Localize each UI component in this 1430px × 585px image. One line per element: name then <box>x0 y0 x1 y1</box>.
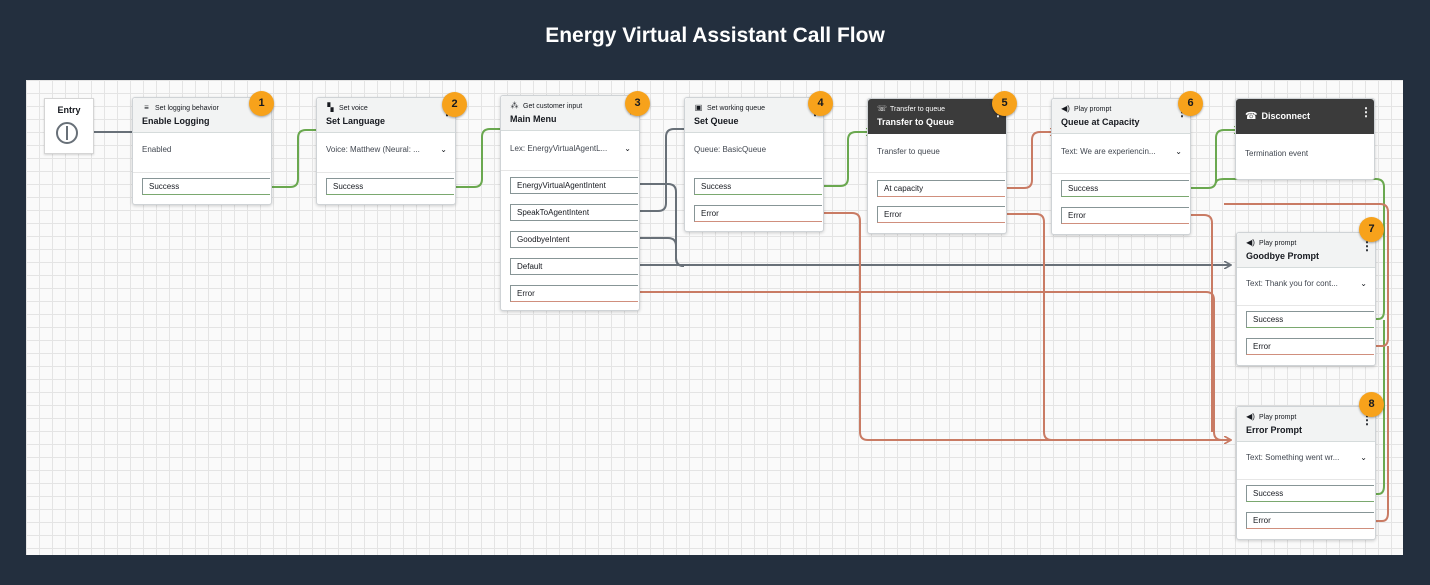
branch-success[interactable]: Success <box>694 178 822 195</box>
block-config: Enabled <box>142 145 172 154</box>
wire-5-error <box>1006 213 1053 441</box>
block-main-menu[interactable]: ⁂Get customer input Main Menu ⋮ Lex: Ene… <box>500 95 640 311</box>
more-options-icon[interactable]: ⋮ <box>1361 239 1373 253</box>
connection-wires <box>78 80 1389 522</box>
wire-6-error <box>1190 214 1213 432</box>
step-badge-8: 8 <box>1359 392 1384 417</box>
block-title: Enable Logging <box>142 116 210 126</box>
block-title: Main Menu <box>510 114 557 124</box>
speaker-icon: ◀) <box>1246 412 1255 421</box>
block-config-dropdown[interactable]: Text: Thank you for cont...⌄ <box>1246 279 1367 288</box>
wire-3-goodbye <box>638 237 685 267</box>
speaker-icon: ◀) <box>1246 238 1255 247</box>
flow-canvas[interactable]: Entry ≡Set logging behavior Enable Loggi… <box>26 80 1403 555</box>
block-set-queue[interactable]: ▣Set working queue Set Queue ⋮ Queue: Ba… <box>684 97 824 232</box>
branch-error[interactable]: Error <box>694 205 822 222</box>
step-badge-3: 3 <box>625 91 650 116</box>
step-badge-2: 2 <box>442 92 467 117</box>
block-config: Termination event <box>1245 149 1309 158</box>
block-title: Set Queue <box>694 116 739 126</box>
logging-icon: ≡ <box>144 103 149 112</box>
block-queue-at-capacity[interactable]: ◀)Play prompt Queue at Capacity ⋮ Text: … <box>1051 98 1191 235</box>
more-options-icon[interactable]: ⋮ <box>1361 413 1373 427</box>
step-badge-7: 7 <box>1359 217 1384 242</box>
disconnect-icon: ☎ <box>1245 110 1258 122</box>
transfer-icon: ☏ <box>877 104 888 113</box>
wire-1-success <box>270 130 322 188</box>
wire-8-success <box>1372 320 1385 495</box>
chevron-down-icon: ⌄ <box>1175 147 1182 156</box>
branch-success[interactable]: Success <box>142 178 270 195</box>
branch-energy-intent[interactable]: EnergyVirtualAgentIntent <box>510 177 638 194</box>
block-config-dropdown[interactable]: Lex: EnergyVirtualAgentL...⌄ <box>510 144 631 153</box>
block-title: Transfer to Queue <box>877 117 955 127</box>
block-config-dropdown[interactable]: Text: Something went wr...⌄ <box>1246 453 1367 462</box>
entry-label: Entry <box>57 105 81 115</box>
branch-error[interactable]: Error <box>877 206 1005 223</box>
wire-2-success <box>454 129 506 188</box>
block-title: Disconnect <box>1261 111 1310 121</box>
entry-point[interactable]: Entry <box>44 98 94 154</box>
block-title: Goodbye Prompt <box>1246 251 1320 261</box>
wire-3-error <box>638 291 1230 440</box>
branch-success[interactable]: Success <box>1246 311 1374 328</box>
block-title: Error Prompt <box>1246 425 1303 435</box>
branch-error[interactable]: Error <box>510 285 638 302</box>
chevron-down-icon: ⌄ <box>1360 279 1367 288</box>
branch-success[interactable]: Success <box>1246 485 1374 502</box>
branch-default[interactable]: Default <box>510 258 638 275</box>
block-set-language[interactable]: ▚Set voice Set Language ⋮ Voice: Matthew… <box>316 97 456 205</box>
block-config-dropdown[interactable]: Text: We are experiencin...⌄ <box>1061 147 1182 156</box>
step-badge-5: 5 <box>992 91 1017 116</box>
customer-input-icon: ⁂ <box>510 101 519 110</box>
wire-7-error <box>1224 203 1389 347</box>
wire-3-energy <box>638 183 685 267</box>
step-badge-4: 4 <box>808 91 833 116</box>
branch-goodbye-intent[interactable]: GoodbyeIntent <box>510 231 638 248</box>
block-goodbye-prompt[interactable]: ◀)Play prompt Goodbye Prompt ⋮ Text: Tha… <box>1236 232 1376 366</box>
branch-error[interactable]: Error <box>1246 338 1374 355</box>
chevron-down-icon: ⌄ <box>624 144 631 153</box>
branch-at-capacity[interactable]: At capacity <box>877 180 1005 197</box>
branch-error[interactable]: Error <box>1246 512 1374 529</box>
wire-6-success <box>1190 130 1240 189</box>
block-title: Set Language <box>326 116 386 126</box>
chevron-down-icon: ⌄ <box>1360 453 1367 462</box>
block-config: Queue: BasicQueue <box>694 145 767 154</box>
diagram-title: Energy Virtual Assistant Call Flow <box>545 24 885 47</box>
branch-speak-to-agent-intent[interactable]: SpeakToAgentIntent <box>510 204 638 221</box>
wire-8-error <box>1372 346 1389 522</box>
block-enable-logging[interactable]: ≡Set logging behavior Enable Logging Ena… <box>132 97 272 205</box>
wire-3-speak <box>638 129 690 212</box>
wire-7-success <box>1215 178 1385 320</box>
block-disconnect[interactable]: ☎Disconnect ⋮ Termination event <box>1235 98 1375 180</box>
branch-success[interactable]: Success <box>1061 180 1189 197</box>
wire-4-success <box>822 132 872 187</box>
block-transfer-to-queue[interactable]: ☏Transfer to queue Transfer to Queue ⋮ T… <box>867 98 1007 234</box>
block-error-prompt[interactable]: ◀)Play prompt Error Prompt ⋮ Text: Somet… <box>1236 406 1376 540</box>
branch-error[interactable]: Error <box>1061 207 1189 224</box>
voice-icon: ▚ <box>327 103 334 112</box>
wire-5-capacity <box>1006 132 1056 189</box>
step-badge-1: 1 <box>249 91 274 116</box>
block-title: Queue at Capacity <box>1061 117 1140 127</box>
branch-success[interactable]: Success <box>326 178 454 195</box>
block-config: Transfer to queue <box>877 147 940 156</box>
wire-4-error <box>822 212 1230 440</box>
more-options-icon[interactable]: ⋮ <box>1360 105 1372 119</box>
block-config-dropdown[interactable]: Voice: Matthew (Neural: ...⌄ <box>326 145 447 154</box>
chevron-down-icon: ⌄ <box>440 145 447 154</box>
speaker-icon: ◀) <box>1061 104 1070 113</box>
queue-icon: ▣ <box>694 103 703 112</box>
step-badge-6: 6 <box>1178 91 1203 116</box>
